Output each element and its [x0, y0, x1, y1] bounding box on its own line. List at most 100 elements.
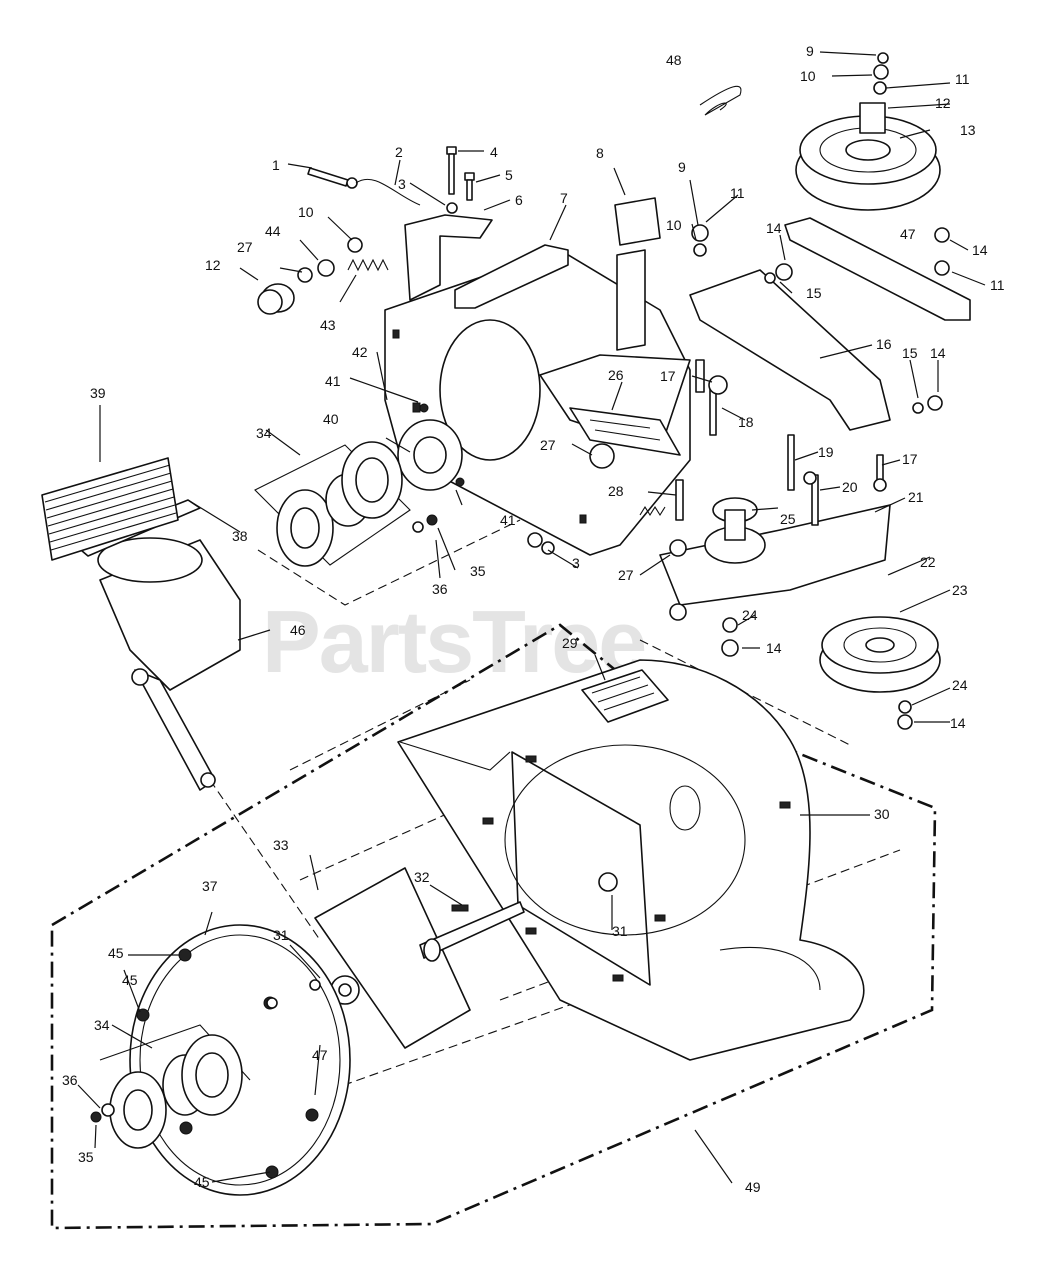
hairpin-48: [699, 85, 742, 116]
callout-43: 43: [320, 317, 336, 333]
callout-48: 48: [666, 52, 682, 68]
callout-10-top: 10: [800, 68, 816, 84]
blower-housing-30: [397, 659, 865, 1061]
callout-19: 19: [818, 444, 834, 460]
callout-15-b: 15: [902, 345, 918, 361]
spacer-12-left: [257, 283, 295, 315]
callout-27-left: 27: [237, 239, 253, 255]
bracket-6: [404, 214, 493, 301]
bracket-47: [784, 217, 971, 321]
watermark-text: PartsTree: [262, 592, 645, 691]
callout-3-low: 3: [572, 555, 580, 571]
decal-8: [614, 197, 661, 351]
callout-31-left: 31: [273, 927, 289, 943]
callout-36-low: 36: [62, 1072, 78, 1088]
callout-27-mid: 27: [540, 437, 556, 453]
leader-lines: [77, 51, 986, 1184]
hardware-right: [266, 52, 950, 1009]
callout-36-top: 36: [432, 581, 448, 597]
callout-27-low: 27: [618, 567, 634, 583]
callout-14-a: 14: [766, 220, 782, 236]
callout-41-top: 41: [325, 373, 341, 389]
callout-38: 38: [232, 528, 248, 544]
decal-29: [581, 669, 669, 723]
callout-21: 21: [908, 489, 924, 505]
callout-26: 26: [608, 367, 624, 383]
callout-2: 2: [395, 144, 403, 160]
callout-labels: 1 2 3 4 5 6 7 8 48 9 10 11 12 13 9 11 10…: [62, 43, 1005, 1195]
callout-49: 49: [745, 1179, 761, 1195]
shaft-32: [419, 901, 525, 962]
callout-24-a: 24: [742, 607, 758, 623]
callout-1: 1: [272, 157, 280, 173]
bolt-5: [464, 172, 475, 201]
callout-39: 39: [90, 385, 106, 401]
callout-9-mid: 9: [678, 159, 686, 175]
callout-28: 28: [608, 483, 624, 499]
brace-16: [689, 269, 891, 431]
callout-9-top: 9: [806, 43, 814, 59]
decal-26: [569, 407, 681, 456]
callout-25: 25: [780, 511, 796, 527]
callout-32: 32: [414, 869, 430, 885]
callout-35-top: 35: [470, 563, 486, 579]
callout-42: 42: [352, 344, 368, 360]
callout-16: 16: [876, 336, 892, 352]
cable-2: [355, 178, 421, 206]
callout-11-mid: 11: [730, 185, 745, 201]
callout-10-mid: 10: [666, 217, 682, 233]
nut-27-left: [297, 267, 313, 283]
callout-12-top: 12: [935, 95, 951, 111]
bearing-assembly-34-upper: [254, 441, 438, 567]
chute-deflector-39: [41, 457, 179, 561]
callout-23: 23: [952, 582, 968, 598]
callout-33: 33: [273, 837, 289, 853]
nut-10-left: [347, 237, 363, 253]
callout-7: 7: [560, 190, 568, 206]
callout-17-b: 17: [902, 451, 918, 467]
callout-10-left: 10: [298, 204, 314, 220]
callout-29: 29: [562, 635, 578, 651]
washer-44: [317, 259, 335, 277]
bearing-housing-40: [397, 403, 465, 491]
callout-6: 6: [515, 192, 523, 208]
callout-8: 8: [596, 145, 604, 161]
callout-14-e: 14: [950, 715, 966, 731]
pulley-23: [819, 616, 941, 693]
arm-7: [454, 244, 569, 309]
callout-45-a: 45: [108, 945, 124, 961]
idler-pulley-13: [795, 102, 941, 211]
callout-22: 22: [920, 554, 936, 570]
callout-35-low: 35: [78, 1149, 94, 1165]
callout-47-low: 47: [312, 1047, 328, 1063]
bolt-4: [446, 146, 457, 195]
bearing-assembly-34-lower: [90, 1024, 251, 1149]
callout-40: 40: [323, 411, 339, 427]
callout-47-top: 47: [900, 226, 916, 242]
callout-45-c: 45: [194, 1174, 210, 1190]
callout-17-a: 17: [660, 368, 676, 384]
callout-14-d: 14: [766, 640, 782, 656]
callout-44: 44: [265, 223, 281, 239]
callout-15-a: 15: [806, 285, 822, 301]
callout-20: 20: [842, 479, 858, 495]
callout-18: 18: [738, 414, 754, 430]
callout-24-b: 24: [952, 677, 968, 693]
callout-11-right: 11: [990, 277, 1005, 293]
spring-43: [347, 258, 389, 272]
callout-13: 13: [960, 122, 976, 138]
callout-34-top: 34: [256, 425, 272, 441]
callout-34-low: 34: [94, 1017, 110, 1033]
callout-4: 4: [490, 144, 498, 160]
callout-3: 3: [398, 176, 406, 192]
callout-11-top: 11: [955, 71, 970, 87]
callout-12-left: 12: [205, 257, 221, 273]
callout-5: 5: [505, 167, 513, 183]
callout-14-b: 14: [972, 242, 988, 258]
mounting-plate-33: [314, 867, 471, 1049]
callout-41-low: 41: [500, 512, 516, 528]
callout-45-b: 45: [122, 972, 138, 988]
callout-14-c: 14: [930, 345, 946, 361]
callout-46: 46: [290, 622, 306, 638]
